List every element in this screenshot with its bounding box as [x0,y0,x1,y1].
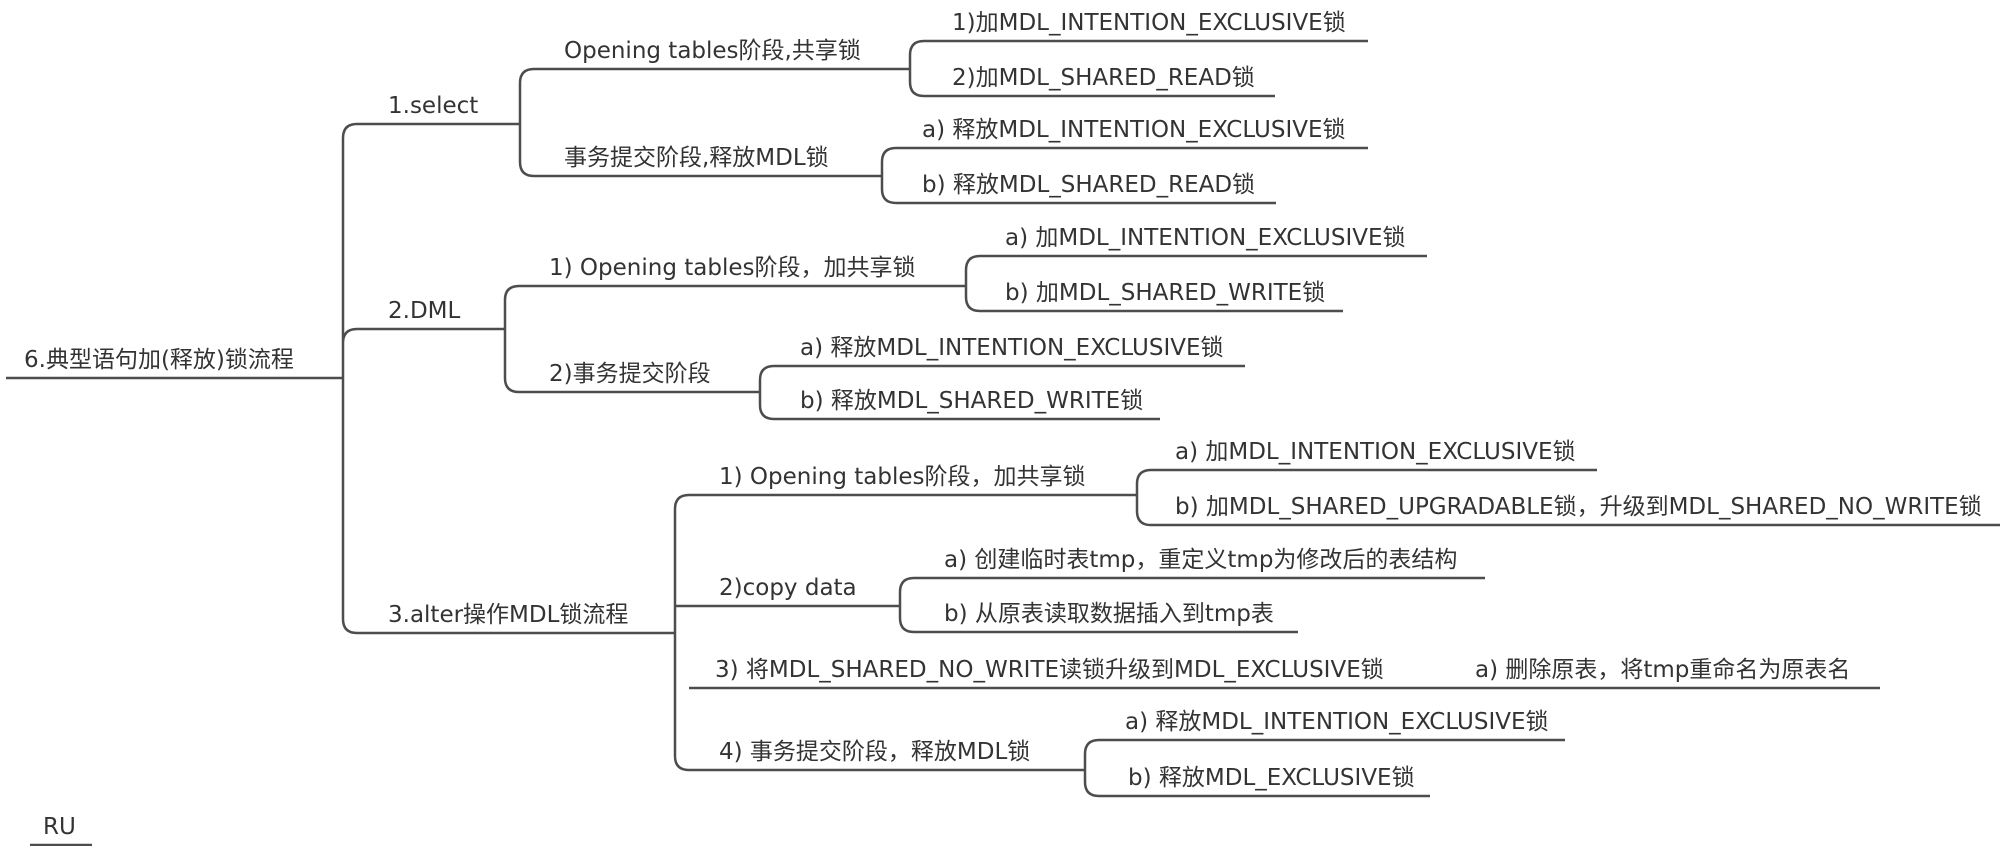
dml-c2-spine [758,364,1245,421]
select-c1-leaf-2[interactable]: 2)加MDL_SHARED_READ锁 [952,65,1255,91]
alter-spine [673,493,690,772]
alter-c4-leaf-1[interactable]: a) 释放MDL_INTENTION_EXCLUSIVE锁 [1125,709,1549,735]
alter-c2-label[interactable]: 2)copy data [719,575,857,601]
alter-c1-spine [1135,468,2000,527]
dml-c1-leaf-2[interactable]: b) 加MDL_SHARED_WRITE锁 [1005,280,1325,306]
branch-alter-label[interactable]: 3.alter操作MDL锁流程 [388,602,628,628]
alter-c2-leaf-1[interactable]: a) 创建临时表tmp，重定义tmp为修改后的表结构 [944,547,1457,573]
branch-select-label[interactable]: 1.select [388,93,478,119]
alter-c4-spine [1083,738,1565,798]
alter-c2-leaf-2[interactable]: b) 从原表读取数据插入到tmp表 [944,601,1274,627]
alter-c3-label[interactable]: 3) 将MDL_SHARED_NO_WRITE读锁升级到MDL_EXCLUSIV… [715,657,1384,683]
node-labels: 6.典型语句加(释放)锁流程 1.select Opening tables阶段… [24,10,1982,840]
dml-c1-label[interactable]: 1) Opening tables阶段，加共享锁 [549,255,915,281]
select-c1-label[interactable]: Opening tables阶段,共享锁 [564,38,861,64]
dml-c2-leaf-1[interactable]: a) 释放MDL_INTENTION_EXCLUSIVE锁 [800,335,1224,361]
dml-c1-spine [964,254,1427,313]
select-c2-spine [880,146,1368,205]
select-c1-leaf-1[interactable]: 1)加MDL_INTENTION_EXCLUSIVE锁 [952,10,1346,36]
select-c2-label[interactable]: 事务提交阶段,释放MDL锁 [564,145,829,171]
alter-c1-label[interactable]: 1) Opening tables阶段，加共享锁 [719,464,1085,490]
alter-c1-leaf-1[interactable]: a) 加MDL_INTENTION_EXCLUSIVE锁 [1175,439,1576,465]
floating-topic-label[interactable]: RU [43,814,76,840]
dml-c1-leaf-1[interactable]: a) 加MDL_INTENTION_EXCLUSIVE锁 [1005,225,1406,251]
dml-c2-leaf-2[interactable]: b) 释放MDL_SHARED_WRITE锁 [800,388,1143,414]
alter-c4-label[interactable]: 4) 事务提交阶段，释放MDL锁 [719,739,1030,765]
branch-dml-label[interactable]: 2.DML [388,298,460,324]
select-spine [518,67,535,178]
select-c1-spine [908,39,1368,98]
root-label[interactable]: 6.典型语句加(释放)锁流程 [24,347,294,373]
alter-c1-leaf-2[interactable]: b) 加MDL_SHARED_UPGRADABLE锁，升级到MDL_SHARED… [1175,494,1982,520]
connectors [6,39,2000,846]
dml-c2-label[interactable]: 2)事务提交阶段 [549,361,711,387]
alter-c3-leaf-1[interactable]: a) 删除原表，将tmp重命名为原表名 [1475,657,1850,683]
alter-c4-leaf-2[interactable]: b) 释放MDL_EXCLUSIVE锁 [1128,765,1415,791]
select-c2-leaf-1[interactable]: a) 释放MDL_INTENTION_EXCLUSIVE锁 [922,117,1346,143]
root-spine [341,122,358,635]
select-c2-leaf-2[interactable]: b) 释放MDL_SHARED_READ锁 [922,172,1255,198]
alter-c2-spine [898,576,1485,634]
dml-spine [503,284,520,394]
